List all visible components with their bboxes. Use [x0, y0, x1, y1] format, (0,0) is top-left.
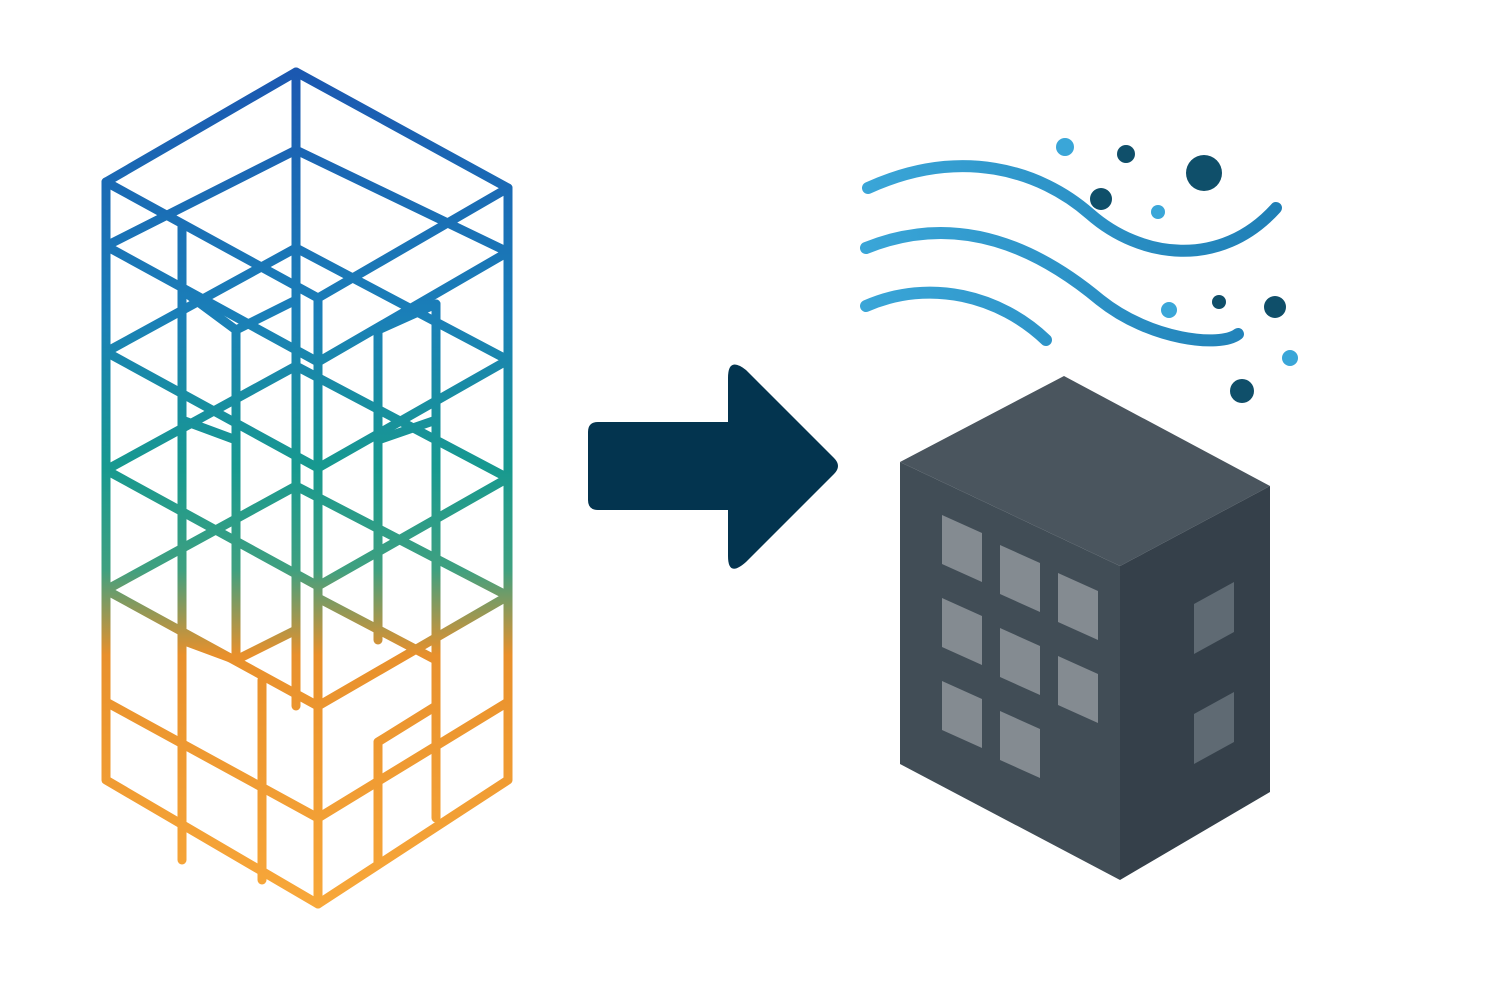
particle [1090, 188, 1112, 210]
particle [1212, 295, 1226, 309]
particles [1056, 138, 1298, 403]
right-arrow-icon [588, 364, 838, 569]
particle [1161, 302, 1177, 318]
particle [1186, 155, 1222, 191]
wireframe-building-icon [101, 67, 513, 909]
particle [1117, 145, 1135, 163]
wind-stream-1 [862, 160, 1282, 257]
particle [1056, 138, 1074, 156]
particle [1230, 379, 1254, 403]
particle [1282, 350, 1298, 366]
wind-stream-3 [860, 286, 1052, 346]
particle [1264, 296, 1286, 318]
wind-stream-2 [860, 226, 1244, 347]
particle [1151, 205, 1165, 219]
solid-building-icon [900, 376, 1270, 880]
wind-particles-icon [860, 138, 1298, 403]
